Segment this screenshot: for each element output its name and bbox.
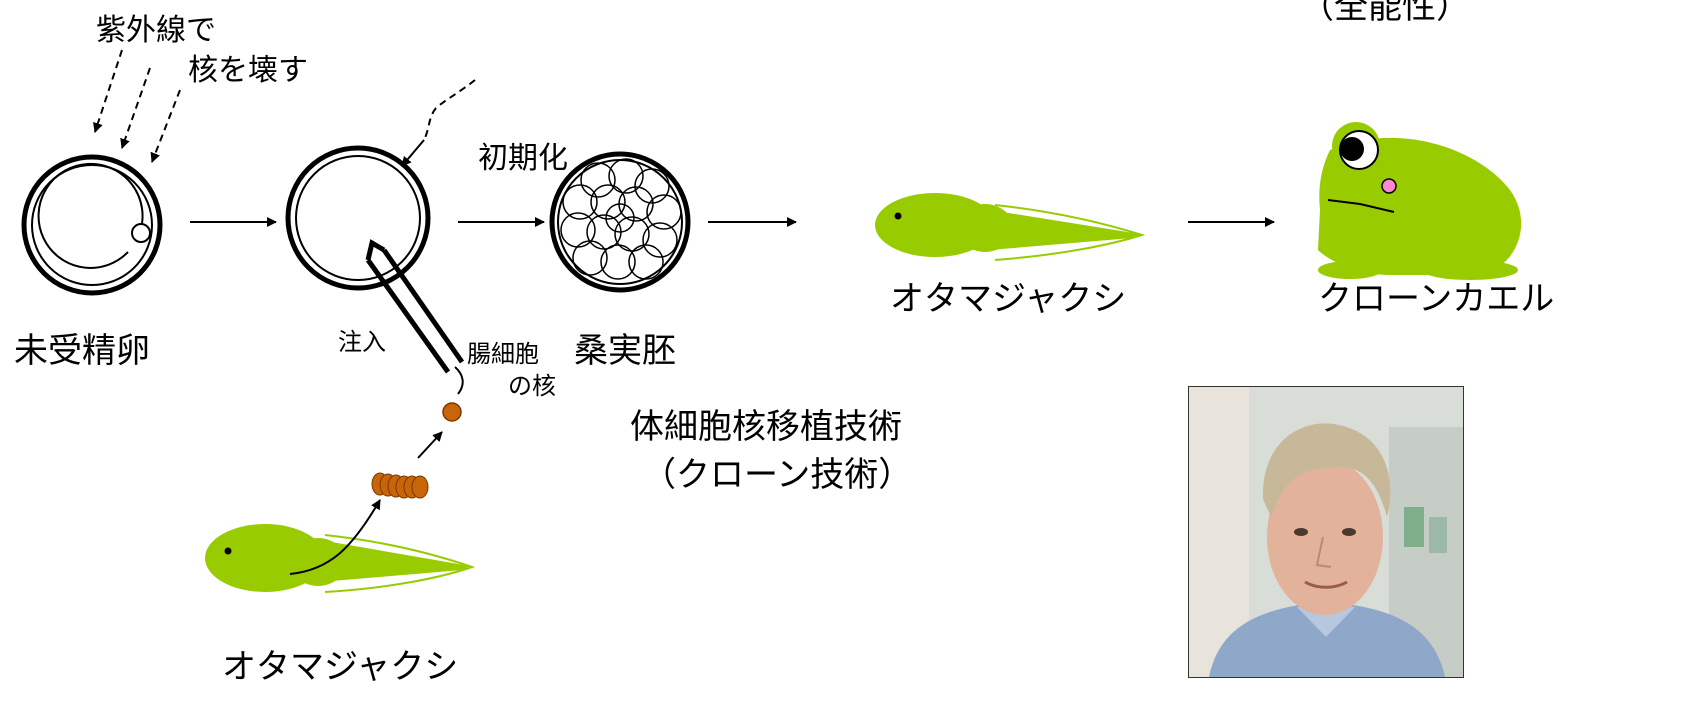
enucleated-egg (285, 145, 431, 291)
technique-label-line1: 体細胞核移植技術 (630, 407, 902, 447)
uv-label-line2: 核を壊す (188, 53, 308, 88)
egg-nucleus (131, 223, 151, 243)
portrait-photo (1188, 386, 1464, 678)
intestinal-nucleus-label-line1: 腸細胞 (467, 340, 539, 368)
technique-label-line2: （クローン技術） (642, 455, 912, 495)
unfertilized-egg (21, 154, 163, 296)
tadpole-donor (205, 524, 476, 593)
tadpole-result (875, 193, 1146, 261)
nucleus-arrow (417, 431, 443, 459)
reprogramming-label: 初期化 (478, 141, 568, 176)
clone-frog-label: クローンカエル (1318, 279, 1554, 319)
extraction-arrow (289, 499, 381, 575)
callout-arrow (401, 139, 425, 167)
clone-frog (1318, 122, 1522, 280)
uv-rays (93, 49, 181, 163)
intestinal-cells (371, 472, 429, 499)
donor-nucleus (442, 402, 462, 422)
tadpole-donor-label: オタマジャクシ (222, 647, 458, 687)
intestinal-nucleus-label-line2: の核 (508, 372, 556, 400)
uv-label-line1: 紫外線で (96, 13, 216, 48)
morula (549, 151, 691, 293)
tadpole-result-label: オタマジャクシ (890, 279, 1126, 319)
callout-dashed-line (423, 79, 476, 141)
morula-label: 桑実胚 (574, 331, 676, 371)
unfertilized-egg-label: 未受精卵 (14, 331, 150, 371)
injection-pipette (365, 239, 465, 395)
totipotency-label: （全能性） (1300, 0, 1470, 27)
injection-label: 注入 (338, 328, 386, 356)
